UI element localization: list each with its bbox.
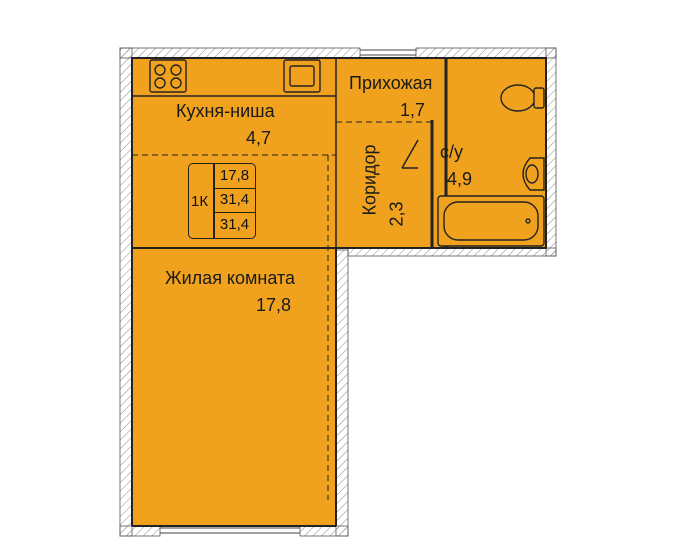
living-room-name: Жилая комната <box>165 268 296 288</box>
bathroom-name: с/у <box>440 142 464 162</box>
hall-name: Прихожая <box>349 73 433 93</box>
exterior-walls <box>119 47 557 537</box>
living-room-area: 17,8 <box>256 295 292 315</box>
bathtub-icon <box>437 195 545 247</box>
kitchen-name: Кухня-ниша <box>176 101 275 121</box>
stove-icon <box>149 59 187 93</box>
hall-floor <box>336 58 446 248</box>
total-area-value: 31,4 <box>214 188 255 213</box>
washbasin-icon <box>522 157 545 191</box>
hall-area: 1,7 <box>400 100 426 120</box>
bathroom-area: 4,9 <box>447 169 473 189</box>
living-area-value: 17,8 <box>214 164 255 189</box>
kitchen-area: 4,7 <box>246 128 272 148</box>
badge-divider <box>213 164 215 238</box>
living-room-floor <box>132 58 336 526</box>
toilet-icon <box>500 84 545 112</box>
apartment-type: 1К <box>191 193 209 210</box>
bathroom-door <box>401 139 419 169</box>
area-with-balcony-value: 31,4 <box>219 216 250 233</box>
kitchen-sink-icon <box>283 59 321 93</box>
corridor-name: Коридор <box>359 144 380 216</box>
apartment-summary-badge: 1К 17,8 31,4 31,4 <box>188 163 256 239</box>
windows <box>160 49 416 534</box>
corridor-area: 2,3 <box>386 201 407 227</box>
